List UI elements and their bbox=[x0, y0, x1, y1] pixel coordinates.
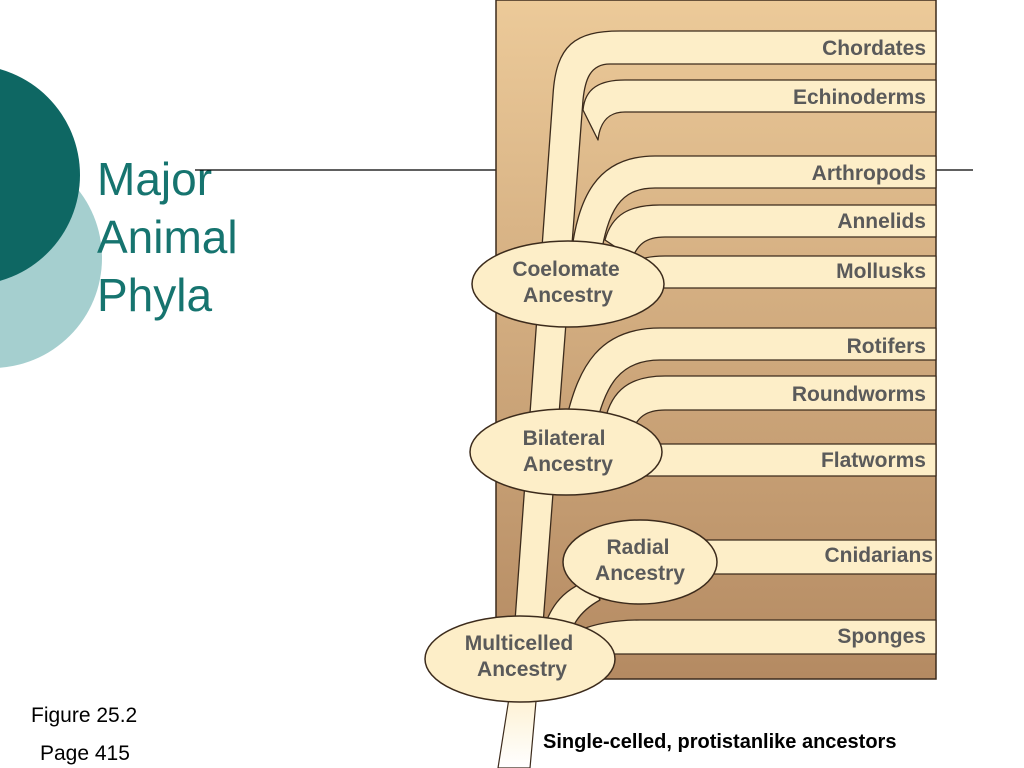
phylum-label-annelids: Annelids bbox=[837, 210, 926, 233]
multicelled-label-line2: Ancestry bbox=[477, 658, 567, 681]
coelomate-label-line2: Ancestry bbox=[523, 284, 613, 307]
branch-rotifers bbox=[564, 327, 937, 431]
slide-title: Major Animal Phyla bbox=[97, 150, 238, 324]
branch-roundworms bbox=[604, 375, 937, 431]
phylum-label-arthropods: Arthropods bbox=[812, 162, 926, 185]
phylum-label-flatworms: Flatworms bbox=[821, 449, 926, 472]
phylum-label-sponges: Sponges bbox=[837, 625, 926, 648]
phylum-label-mollusks: Mollusks bbox=[836, 260, 926, 283]
root-label: Single-celled, protistanlike ancestors bbox=[543, 731, 896, 753]
branch-arthropods bbox=[570, 155, 937, 261]
coelomate-ancestry-node bbox=[471, 240, 665, 328]
branch-echinoderms bbox=[582, 79, 937, 141]
radial-label-line2: Ancestry bbox=[595, 562, 685, 585]
bilateral-ancestry-node bbox=[469, 408, 663, 496]
phylum-label-echinoderms: Echinoderms bbox=[793, 86, 926, 109]
multicelled-ancestry-node bbox=[424, 615, 616, 703]
title-line: Animal bbox=[97, 211, 238, 263]
radial-ancestry-node bbox=[562, 519, 718, 605]
ancestry-nodes bbox=[424, 240, 718, 703]
branch-sponges bbox=[579, 619, 937, 655]
title-line: Major bbox=[97, 153, 213, 205]
figure-caption: Figure 25.2 bbox=[31, 704, 138, 727]
page-reference: Page 415 bbox=[40, 742, 130, 765]
branches bbox=[509, 30, 937, 691]
dark-teal-circle bbox=[0, 69, 80, 281]
coelomate-label-line1: Coelomate bbox=[512, 258, 619, 281]
phylum-label-cnidarians: Cnidarians bbox=[824, 544, 933, 567]
branch-annelids bbox=[604, 204, 937, 259]
multicelled-label-line1: Multicelled bbox=[465, 632, 574, 655]
radial-label-line1: Radial bbox=[606, 536, 669, 559]
title-line: Phyla bbox=[97, 269, 213, 321]
phylum-label-rotifers: Rotifers bbox=[847, 335, 926, 358]
branch-chordates bbox=[509, 30, 937, 691]
phylum-label-roundworms: Roundworms bbox=[792, 383, 926, 406]
bilateral-label-line2: Ancestry bbox=[523, 453, 613, 476]
bilateral-label-line1: Bilateral bbox=[523, 427, 606, 450]
phylum-label-chordates: Chordates bbox=[822, 37, 926, 60]
